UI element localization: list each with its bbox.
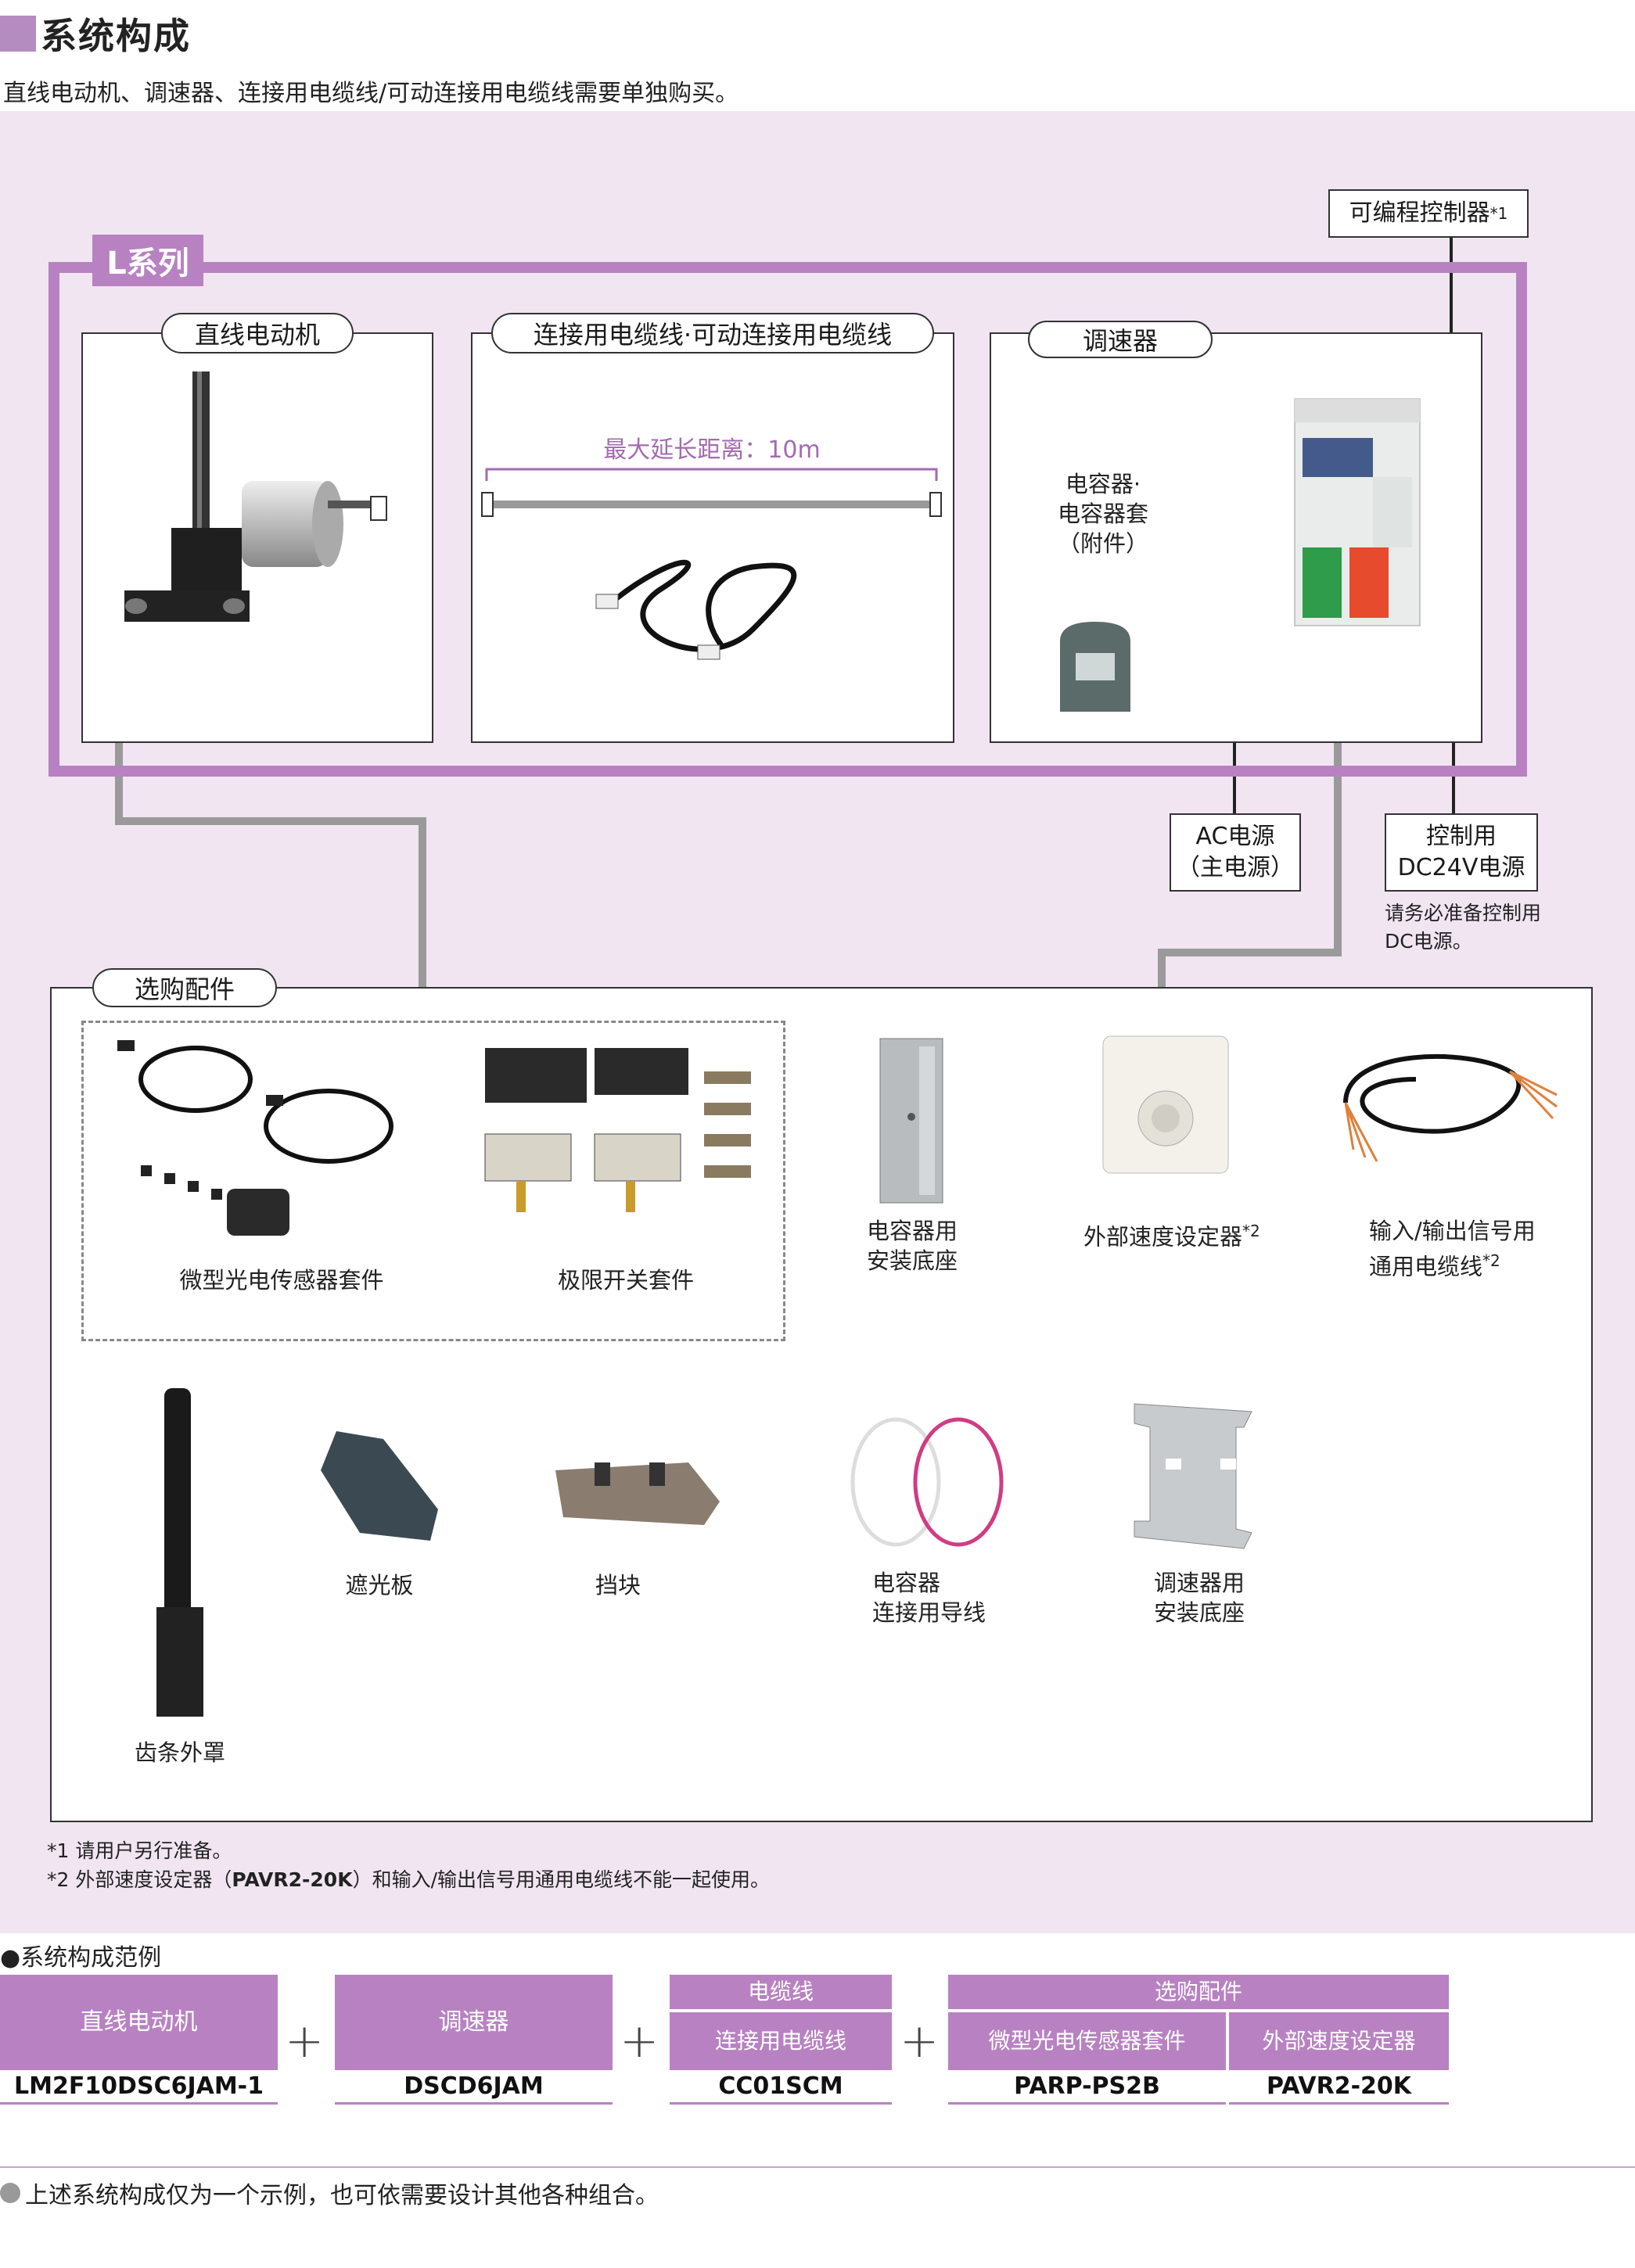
linear-motor-image: [124, 371, 387, 622]
driver-label: 调速器: [1028, 321, 1213, 358]
motor-label: 直线电动机: [161, 313, 354, 353]
plus-sign-3: +: [900, 2014, 940, 2069]
plus-sign-1: +: [285, 2014, 325, 2069]
ac-power-box: AC电源 （主电源）: [1170, 813, 1301, 892]
capacitor-lead-label: 电容器 连接用导线: [872, 1570, 986, 1626]
bullet-icon: [0, 2183, 20, 2203]
capacitor-base-image: [879, 1038, 943, 1204]
dc-note: 请务必准备控制用 DC电源。: [1385, 902, 1542, 953]
limit-switch-kit-image: [484, 1048, 751, 1212]
section-header: 系统构成: [0, 6, 191, 61]
example-option1-head: 微型光电传感器套件: [948, 2012, 1226, 2070]
example-driver-head: 调速器: [335, 1975, 613, 2070]
bottom-divider: [0, 2166, 1635, 2168]
example-cable-group: 电缆线: [670, 1975, 892, 2009]
cable-label: 连接用电缆线·可动连接用电缆线: [491, 313, 934, 353]
external-speed-setter-label: 外部速度设定器*2: [1083, 1222, 1260, 1251]
example-cable-head: 连接用电缆线: [670, 2012, 892, 2070]
bottom-note: 上述系统构成仅为一个示例，也可依需要设计其他各种组合。: [0, 2176, 659, 2210]
header-square-icon: [0, 16, 36, 52]
page-title: 系统构成: [41, 15, 191, 57]
shield-label: 遮光板: [345, 1572, 414, 1599]
example-title: ●系统构成范例: [0, 1944, 162, 1972]
cable-image: [481, 468, 942, 660]
example-option2-model: PAVR2-20K: [1229, 2070, 1449, 2105]
capacitor-lead-image: [850, 1417, 1004, 1547]
rack-cover-image: [156, 1388, 203, 1717]
plus-sign-2: +: [620, 2014, 659, 2069]
driver-base-label: 调速器用 安装底座: [1154, 1570, 1245, 1626]
example-motor-head: 直线电动机: [0, 1975, 278, 2070]
capacitor-image: [1060, 622, 1130, 712]
shield-image: [321, 1431, 438, 1541]
plc-box: 可编程控制器*1: [1328, 189, 1529, 238]
dc-power-box: 控制用 DC24V电源: [1385, 813, 1538, 892]
example-option2-head: 外部速度设定器: [1229, 2012, 1449, 2070]
rack-cover-label: 齿条外罩: [134, 1739, 225, 1766]
sensor-kit-label: 微型光电传感器套件: [179, 1267, 384, 1294]
sensor-kit-image: [117, 1040, 393, 1236]
options-label: 选购配件: [92, 968, 277, 1007]
limit-switch-kit-label: 极限开关套件: [557, 1267, 694, 1294]
capacitor-label: 电容器· 电容器套 （附件）: [1057, 471, 1148, 557]
example-driver-model: DSCD6JAM: [335, 2070, 613, 2105]
example-cable-model: CC01SCM: [670, 2070, 892, 2105]
l-series-tag: L系列: [92, 235, 203, 286]
stopper-image: [555, 1462, 720, 1525]
cable-box: [471, 332, 954, 743]
example-motor-model: LM2F10DSC6JAM-1: [0, 2070, 278, 2105]
io-cable-image: [1343, 1053, 1558, 1162]
l-series-frame: [49, 262, 1527, 777]
driver-base-image: [1134, 1403, 1252, 1549]
driver-image: [1294, 398, 1421, 626]
external-speed-setter-image: [1102, 1035, 1229, 1174]
options-box: [50, 987, 1593, 1822]
cable-distance: 最大延长距离：10m: [603, 436, 821, 464]
io-cable-label: 输入/输出信号用 通用电缆线*2: [1369, 1218, 1536, 1280]
footnote-1: *1 请用户另行准备。: [47, 1839, 232, 1862]
footnote-2: *2 外部速度设定器（PAVR2-20K）和输入/输出信号用通用电缆线不能一起使…: [47, 1868, 771, 1891]
stopper-label: 挡块: [595, 1572, 641, 1599]
capacitor-base-label: 电容器用 安装底座: [867, 1218, 958, 1274]
options-dashed-group: [81, 1021, 785, 1341]
page-subtitle: 直线电动机、调速器、连接用电缆线/可动连接用电缆线需要单独购买。: [3, 80, 739, 107]
example-option1-model: PARP-PS2B: [948, 2070, 1226, 2105]
example-option-group: 选购配件: [948, 1975, 1449, 2009]
